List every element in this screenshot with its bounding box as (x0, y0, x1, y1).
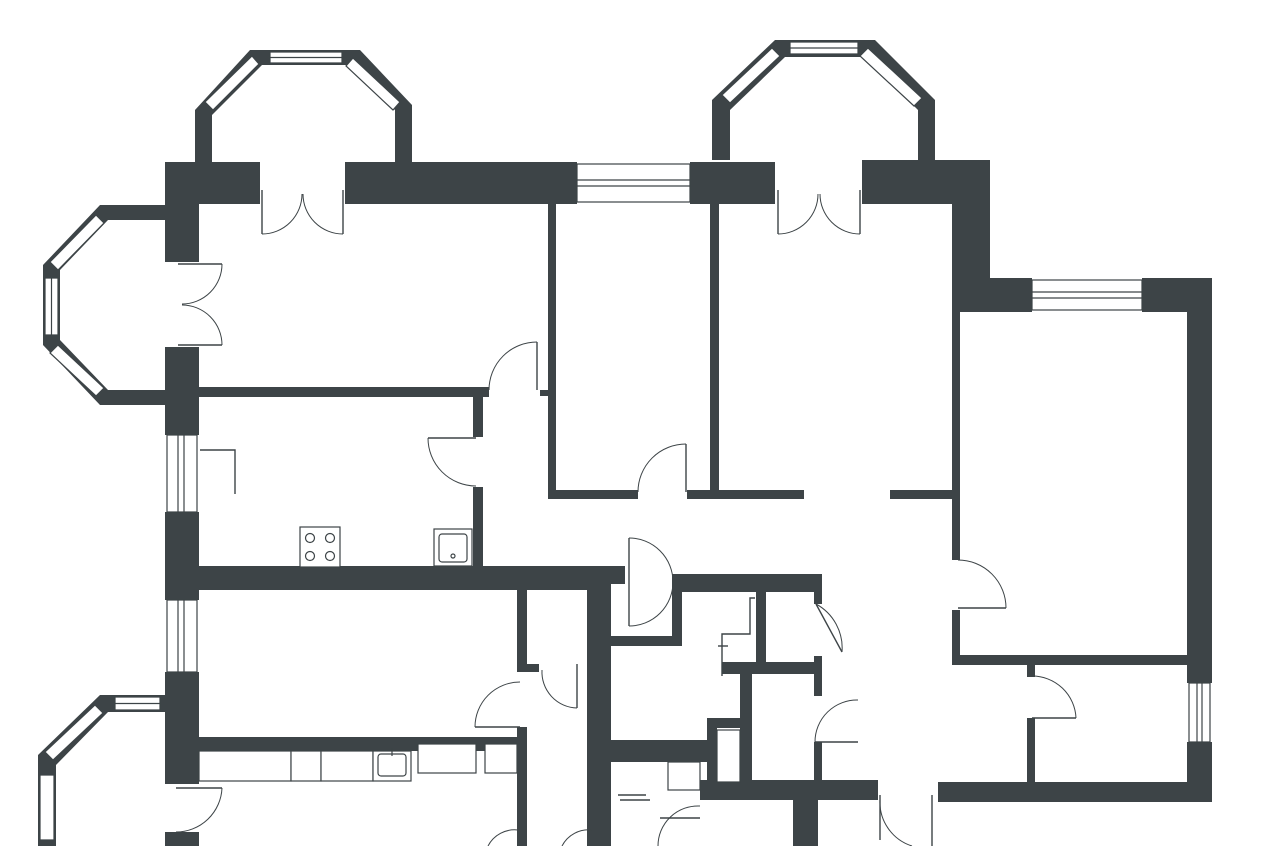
window-left-kitchen (166, 434, 198, 513)
door-right-room (957, 559, 1007, 609)
bay-window-left (43, 205, 165, 405)
windows (166, 163, 1211, 743)
bay-window-top-left (195, 50, 412, 165)
doors (175, 190, 1077, 846)
window-right-side (1188, 682, 1211, 743)
door-right-lower (1031, 675, 1077, 719)
bay-window-top-middle (712, 40, 935, 160)
window-left-lower (166, 599, 198, 673)
door-room-b (637, 443, 687, 493)
door-bath-2 (815, 603, 843, 653)
double-door-top-left (261, 190, 344, 235)
door-lower-middle (541, 664, 578, 709)
counter-fixtures (198, 729, 741, 791)
double-door-left (178, 263, 223, 346)
sink-icon (433, 528, 473, 567)
window-right-top (1031, 279, 1143, 311)
sink-icon-2 (377, 748, 407, 777)
door-bottom-center (657, 805, 701, 846)
partitions (200, 449, 755, 801)
door-bath-1 (814, 699, 859, 743)
bay-window-bottom-left (38, 695, 165, 846)
door-lower-left (474, 681, 521, 728)
exterior-walls (165, 160, 1212, 846)
door-room-a (488, 341, 538, 391)
door-bottom (879, 795, 933, 846)
interior-walls (199, 204, 952, 846)
door-kitchen (427, 437, 477, 487)
stove-icon (299, 526, 341, 568)
kitchen-fixtures (299, 526, 473, 568)
door-bottom-left (175, 787, 223, 833)
door-central (628, 537, 674, 627)
door-bottom-arc-1 (487, 829, 593, 846)
window-top-center (576, 163, 691, 203)
double-door-top-middle (777, 190, 861, 235)
